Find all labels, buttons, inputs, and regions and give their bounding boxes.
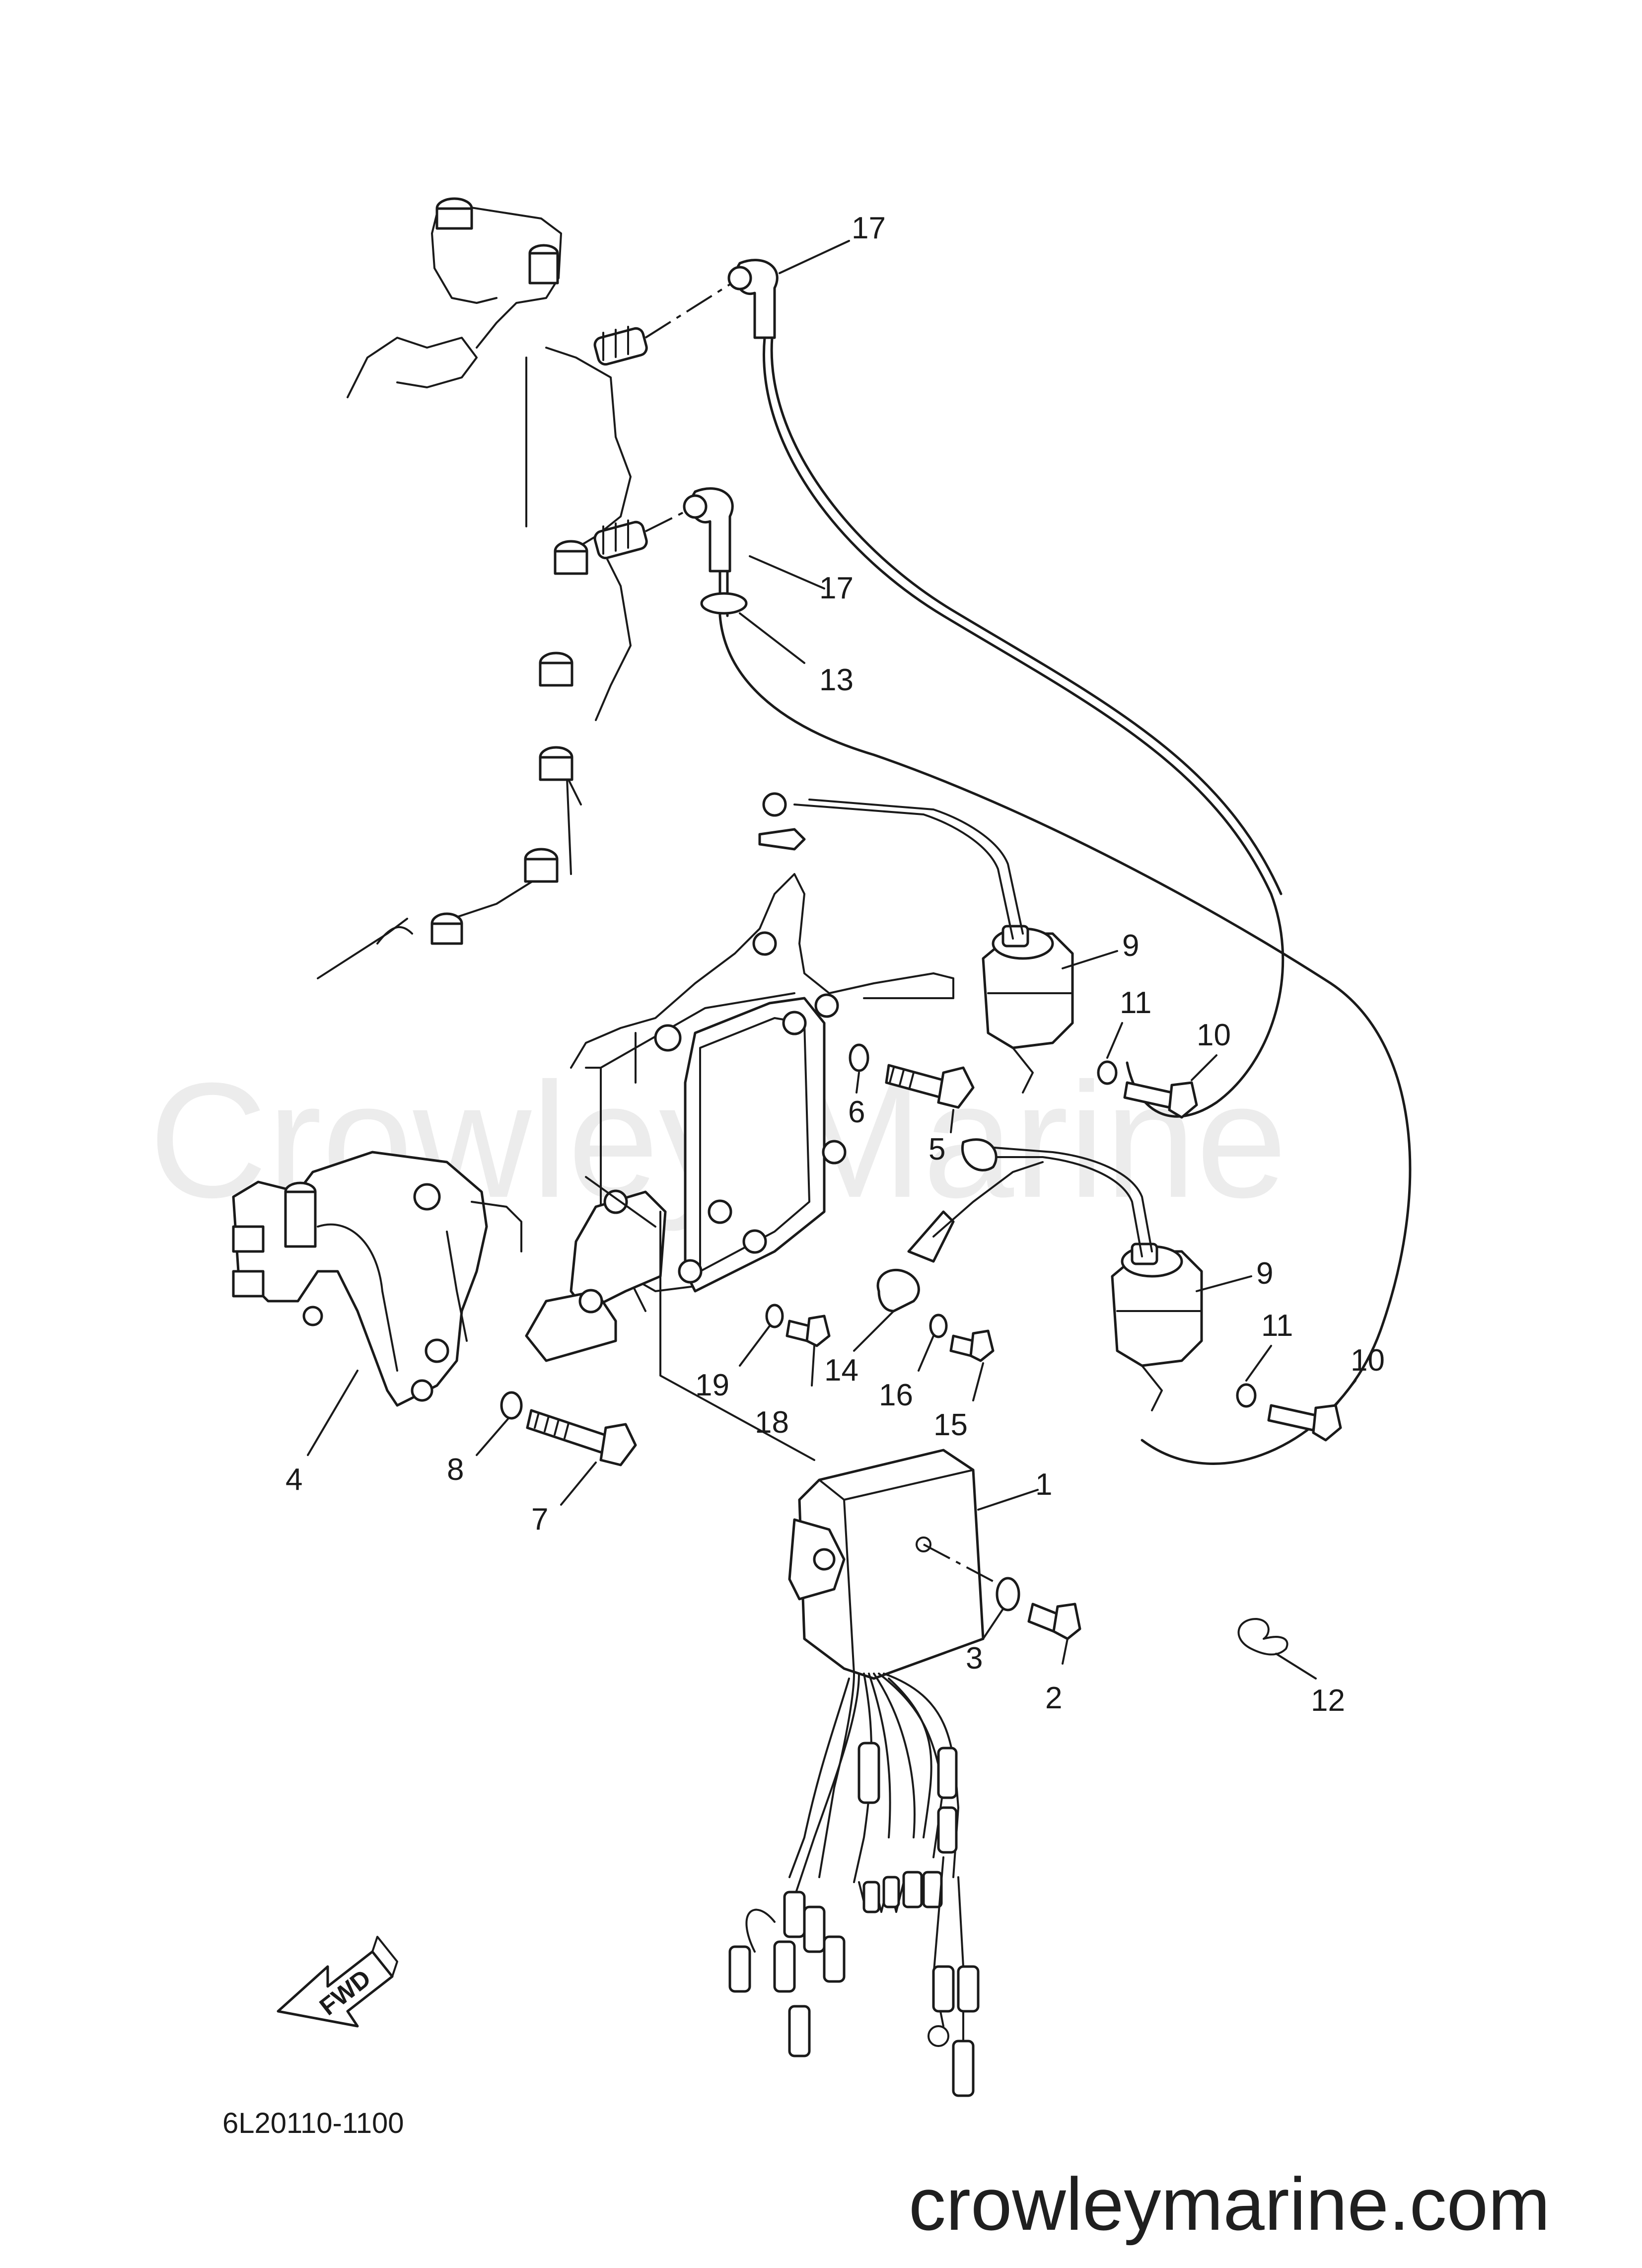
- bolt-7: [526, 1409, 637, 1466]
- bracket: [232, 1151, 522, 1407]
- callout-11-lower: 11: [1261, 1309, 1293, 1343]
- plug-leader-upper: [644, 277, 741, 339]
- callout-14: 14: [824, 1353, 858, 1388]
- ignition-coil-lower: [907, 1138, 1203, 1411]
- callout-5: 5: [928, 1132, 945, 1167]
- ignition-coil-upper: [758, 792, 1074, 1094]
- callout-7: 7: [531, 1502, 548, 1536]
- leader-lines: [307, 240, 1356, 1680]
- callout-12: 12: [1311, 1683, 1345, 1718]
- clip-12: [1237, 1618, 1288, 1656]
- callout-9-upper: 9: [1122, 929, 1139, 963]
- spark-plug-cap-upper: [727, 259, 779, 339]
- bolt-5: [885, 1064, 975, 1109]
- washer-11-upper: [1097, 1060, 1118, 1085]
- callout-10-upper: 10: [1197, 1018, 1231, 1052]
- washer-6: [849, 1043, 869, 1072]
- callout-9-lower: 9: [1256, 1256, 1273, 1291]
- diagram-code: 6L20110-1100: [222, 2107, 404, 2139]
- callout-13: 13: [819, 663, 854, 697]
- bolt-2: [1027, 1603, 1081, 1640]
- callout-4: 4: [286, 1463, 302, 1497]
- website-label: crowleymarine.com: [909, 2162, 1550, 2246]
- engine-block-outline: [317, 197, 648, 979]
- bolt-10-lower: [1267, 1404, 1342, 1442]
- washer-3: [996, 1577, 1020, 1611]
- cdi-holder-box: [525, 997, 847, 1461]
- grommet: [700, 592, 748, 615]
- callout-10-lower: 10: [1351, 1343, 1385, 1378]
- washer-16: [929, 1314, 948, 1338]
- callout-15: 15: [933, 1408, 968, 1442]
- callout-2: 2: [1045, 1681, 1062, 1715]
- callout-8: 8: [447, 1453, 464, 1487]
- callout-3: 3: [966, 1641, 983, 1676]
- callout-19: 19: [695, 1368, 729, 1402]
- callout-16: 16: [879, 1378, 913, 1412]
- callout-11-upper: 11: [1120, 986, 1151, 1020]
- spark-plug-cap-lower: [683, 487, 734, 573]
- callout-labels: 17 17 13 9 11 10 6 5 9 11 10 19 18 14 16…: [286, 211, 1385, 1718]
- clamp-14: [876, 1268, 920, 1313]
- callout-17-lower: 17: [819, 571, 854, 605]
- bolt-10-upper: [1123, 1081, 1198, 1119]
- cdi-unit: [788, 1449, 1008, 1680]
- forward-arrow-icon: FWD: [277, 1936, 398, 2028]
- bolt-18: [785, 1315, 831, 1347]
- high-tension-lead-1: [763, 336, 1285, 1118]
- callout-1: 1: [1035, 1467, 1052, 1502]
- callout-18: 18: [755, 1405, 789, 1440]
- washer-11-lower: [1236, 1383, 1257, 1408]
- callout-6: 6: [848, 1095, 865, 1129]
- plug-leader-lower: [645, 506, 696, 532]
- washer-19: [765, 1304, 784, 1328]
- bolt-15: [949, 1329, 995, 1362]
- washer-8: [500, 1391, 523, 1420]
- callout-17-upper: 17: [852, 211, 886, 245]
- cdi-wiring-harness: [728, 1673, 980, 2097]
